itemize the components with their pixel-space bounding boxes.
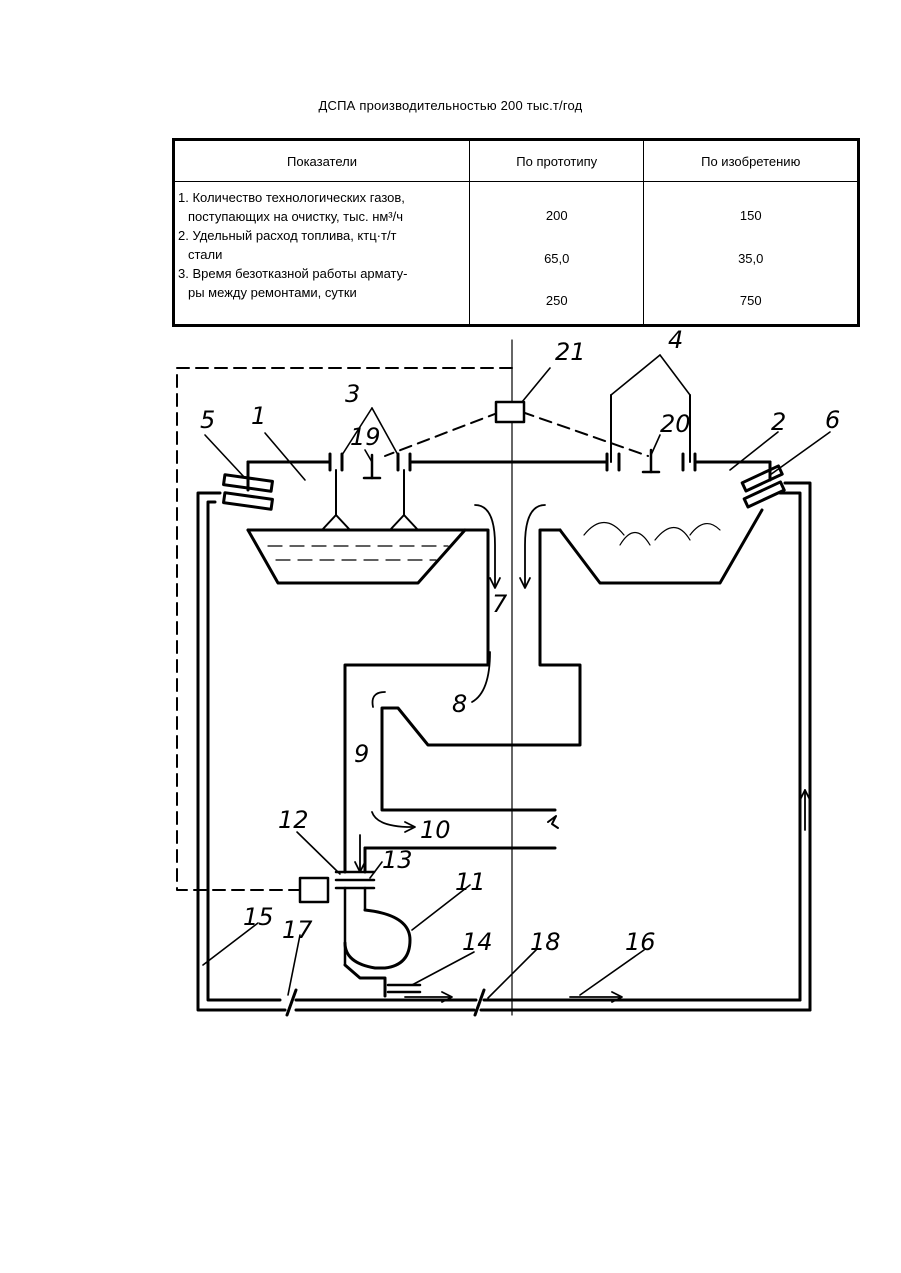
label-9: 9 (354, 740, 369, 768)
label-19: 19 (350, 423, 381, 451)
valve-19 (364, 455, 380, 478)
actuator-box (300, 878, 328, 902)
label-4: 4 (668, 326, 683, 354)
label-16: 16 (625, 928, 656, 956)
controller-21 (496, 402, 524, 422)
label-15: 15 (243, 903, 274, 931)
valve-14 (388, 985, 420, 992)
fan-11 (345, 910, 410, 968)
label-18: 18 (530, 928, 561, 956)
label-7: 7 (492, 590, 508, 618)
label-6: 6 (825, 406, 840, 434)
label-21: 21 (555, 338, 586, 366)
label-11: 11 (455, 868, 486, 896)
label-5: 5 (200, 406, 215, 434)
furnace-1 (248, 470, 465, 583)
label-12: 12 (278, 806, 309, 834)
leader-lines (203, 355, 830, 998)
fan-outlet (345, 965, 385, 996)
label-17: 17 (282, 916, 313, 944)
label-1: 1 (251, 402, 266, 430)
damper-12 (336, 872, 374, 965)
label-13: 13 (382, 846, 413, 874)
label-2: 2 (771, 408, 786, 436)
furnace-cover (248, 454, 770, 490)
label-3: 3 (345, 380, 360, 408)
label-20: 20 (660, 410, 691, 438)
control-lines (177, 368, 648, 890)
furnace-2 (560, 510, 762, 583)
label-8: 8 (452, 690, 467, 718)
label-10: 10 (420, 816, 451, 844)
label-14: 14 (462, 928, 493, 956)
flow-arrows (355, 505, 810, 1002)
burner-6 (742, 466, 784, 507)
